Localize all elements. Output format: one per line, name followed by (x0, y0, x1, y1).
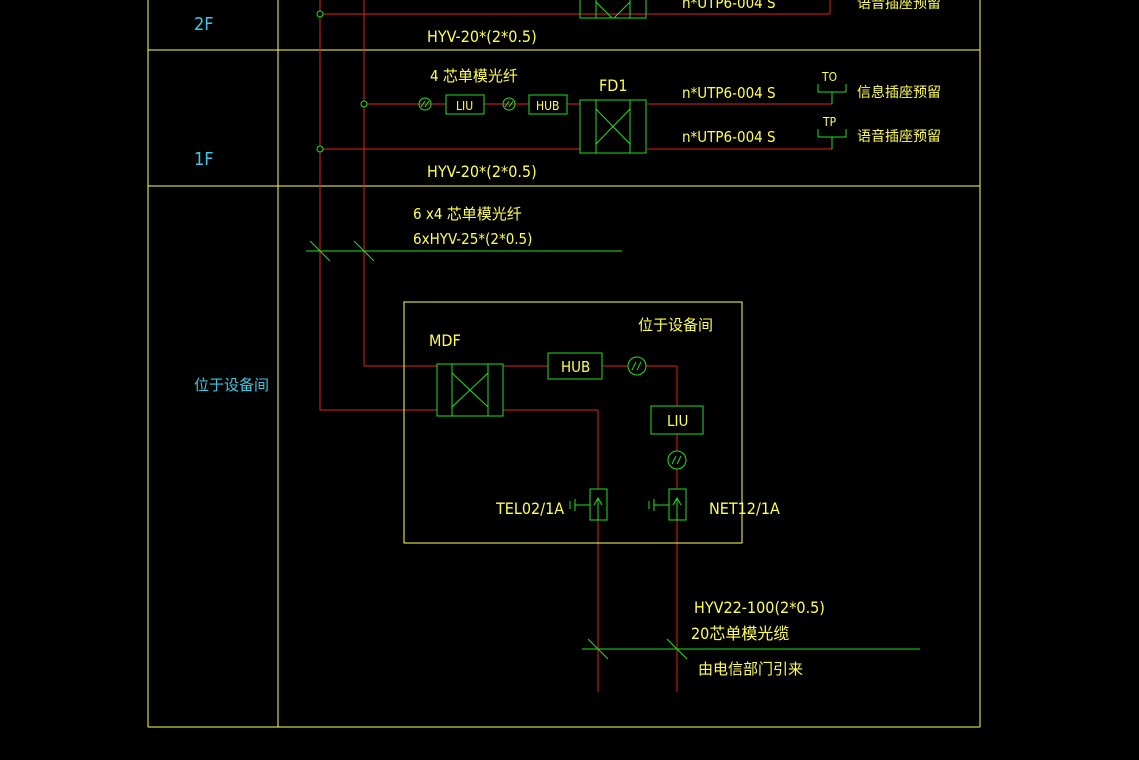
tp-outlet-label: TP (822, 115, 837, 129)
incoming-leader-line (582, 638, 920, 660)
voice-outlet-label: 语音插座预留 (857, 128, 941, 145)
fiber-coupler-icon (627, 356, 647, 376)
equipment-room: 位于设备间 MDF HUB LIU TEL02/1A (403, 301, 780, 544)
floor-label-equip-room: 位于设备间 (194, 376, 269, 394)
floor1-fiber-label: 4 芯单模光纤 (430, 67, 518, 85)
mdf-distribution-frame (436, 363, 504, 417)
fiber-coupler-icon (418, 97, 432, 111)
junction-dot (316, 145, 324, 153)
equip-location-label: 位于设备间 (638, 316, 713, 334)
fiber-coupler-icon (667, 450, 687, 470)
to-outlet-icon (817, 84, 847, 104)
riser-wires (319, 0, 832, 692)
info-outlet-label: 信息插座预留 (857, 84, 941, 101)
floor1-liu-label: LIU (456, 99, 473, 113)
floor2-fd-box (579, 0, 647, 19)
floor1-liu-box (445, 94, 485, 115)
fiber-coupler-mark (508, 100, 514, 108)
equip-hub-label: HUB (561, 358, 590, 376)
floor1-hyv-label: HYV-20*(2*0.5) (427, 162, 537, 181)
fiber-coupler-mark (420, 100, 426, 108)
to-outlet-label: TO (821, 70, 837, 84)
tel-protector-icon (569, 488, 608, 521)
incoming-hyv-label: HYV22-100(2*0.5) (694, 598, 825, 617)
equipment-room-box (403, 301, 743, 544)
fiber-coupler-mark (636, 361, 642, 371)
junction-dot (316, 10, 324, 18)
floor2-cable-label: n*UTP6-004 S (682, 0, 776, 12)
junction-dot (360, 100, 368, 108)
equip-liu-box (650, 405, 704, 435)
floor1-distribution-frame (579, 99, 647, 154)
riser-leader-line (306, 240, 622, 262)
net-protector-icon (648, 488, 687, 521)
floor1-section: 4 芯单模光纤 LIU HUB FD1 n*UTP6-004 S n*UTP6-… (418, 67, 941, 181)
floor2-outlet-label: 语音插座预留 (857, 0, 941, 12)
fiber-coupler-mark (671, 455, 677, 465)
floor1-cable-top-label: n*UTP6-004 S (682, 84, 776, 102)
floor2-partial: n*UTP6-004 S 语音插座预留 HYV-20*(2*0.5) (427, 0, 941, 46)
fiber-coupler-mark (631, 361, 637, 371)
equip-liu-label: LIU (667, 412, 688, 430)
net-label: NET12/1A (709, 499, 780, 518)
floor-label-2f: 2F (194, 14, 214, 35)
riser-hyv-label: 6xHYV-25*(2*0.5) (413, 230, 532, 248)
fiber-coupler-icon (502, 97, 516, 111)
floor2-hyv-label: HYV-20*(2*0.5) (427, 27, 537, 46)
fiber-coupler-mark (676, 455, 682, 465)
floor1-hub-label: HUB (536, 99, 559, 113)
riser-fiber-label: 6 x4 芯单模光纤 (413, 205, 522, 223)
tp-outlet-icon (817, 129, 847, 149)
mdf-label: MDF (429, 331, 461, 350)
incoming-fiber-label: 20芯单模光缆 (691, 624, 789, 643)
floor2-fd-x (595, 1, 613, 19)
floor1-fd-label: FD1 (599, 76, 628, 95)
frame-grid (147, 0, 981, 728)
floor-label-1f: 1F (194, 149, 214, 170)
tel-label: TEL02/1A (495, 499, 564, 518)
equip-hub-box (547, 352, 603, 380)
fiber-coupler-mark (504, 100, 510, 108)
fiber-coupler-mark (424, 100, 430, 108)
floor1-cable-bottom-label: n*UTP6-004 S (682, 128, 776, 146)
floor2-fd-x (613, 1, 631, 19)
floor1-hub-box (528, 94, 568, 115)
junction-dots (316, 10, 368, 153)
incoming-source-label: 由电信部门引来 (698, 660, 803, 678)
